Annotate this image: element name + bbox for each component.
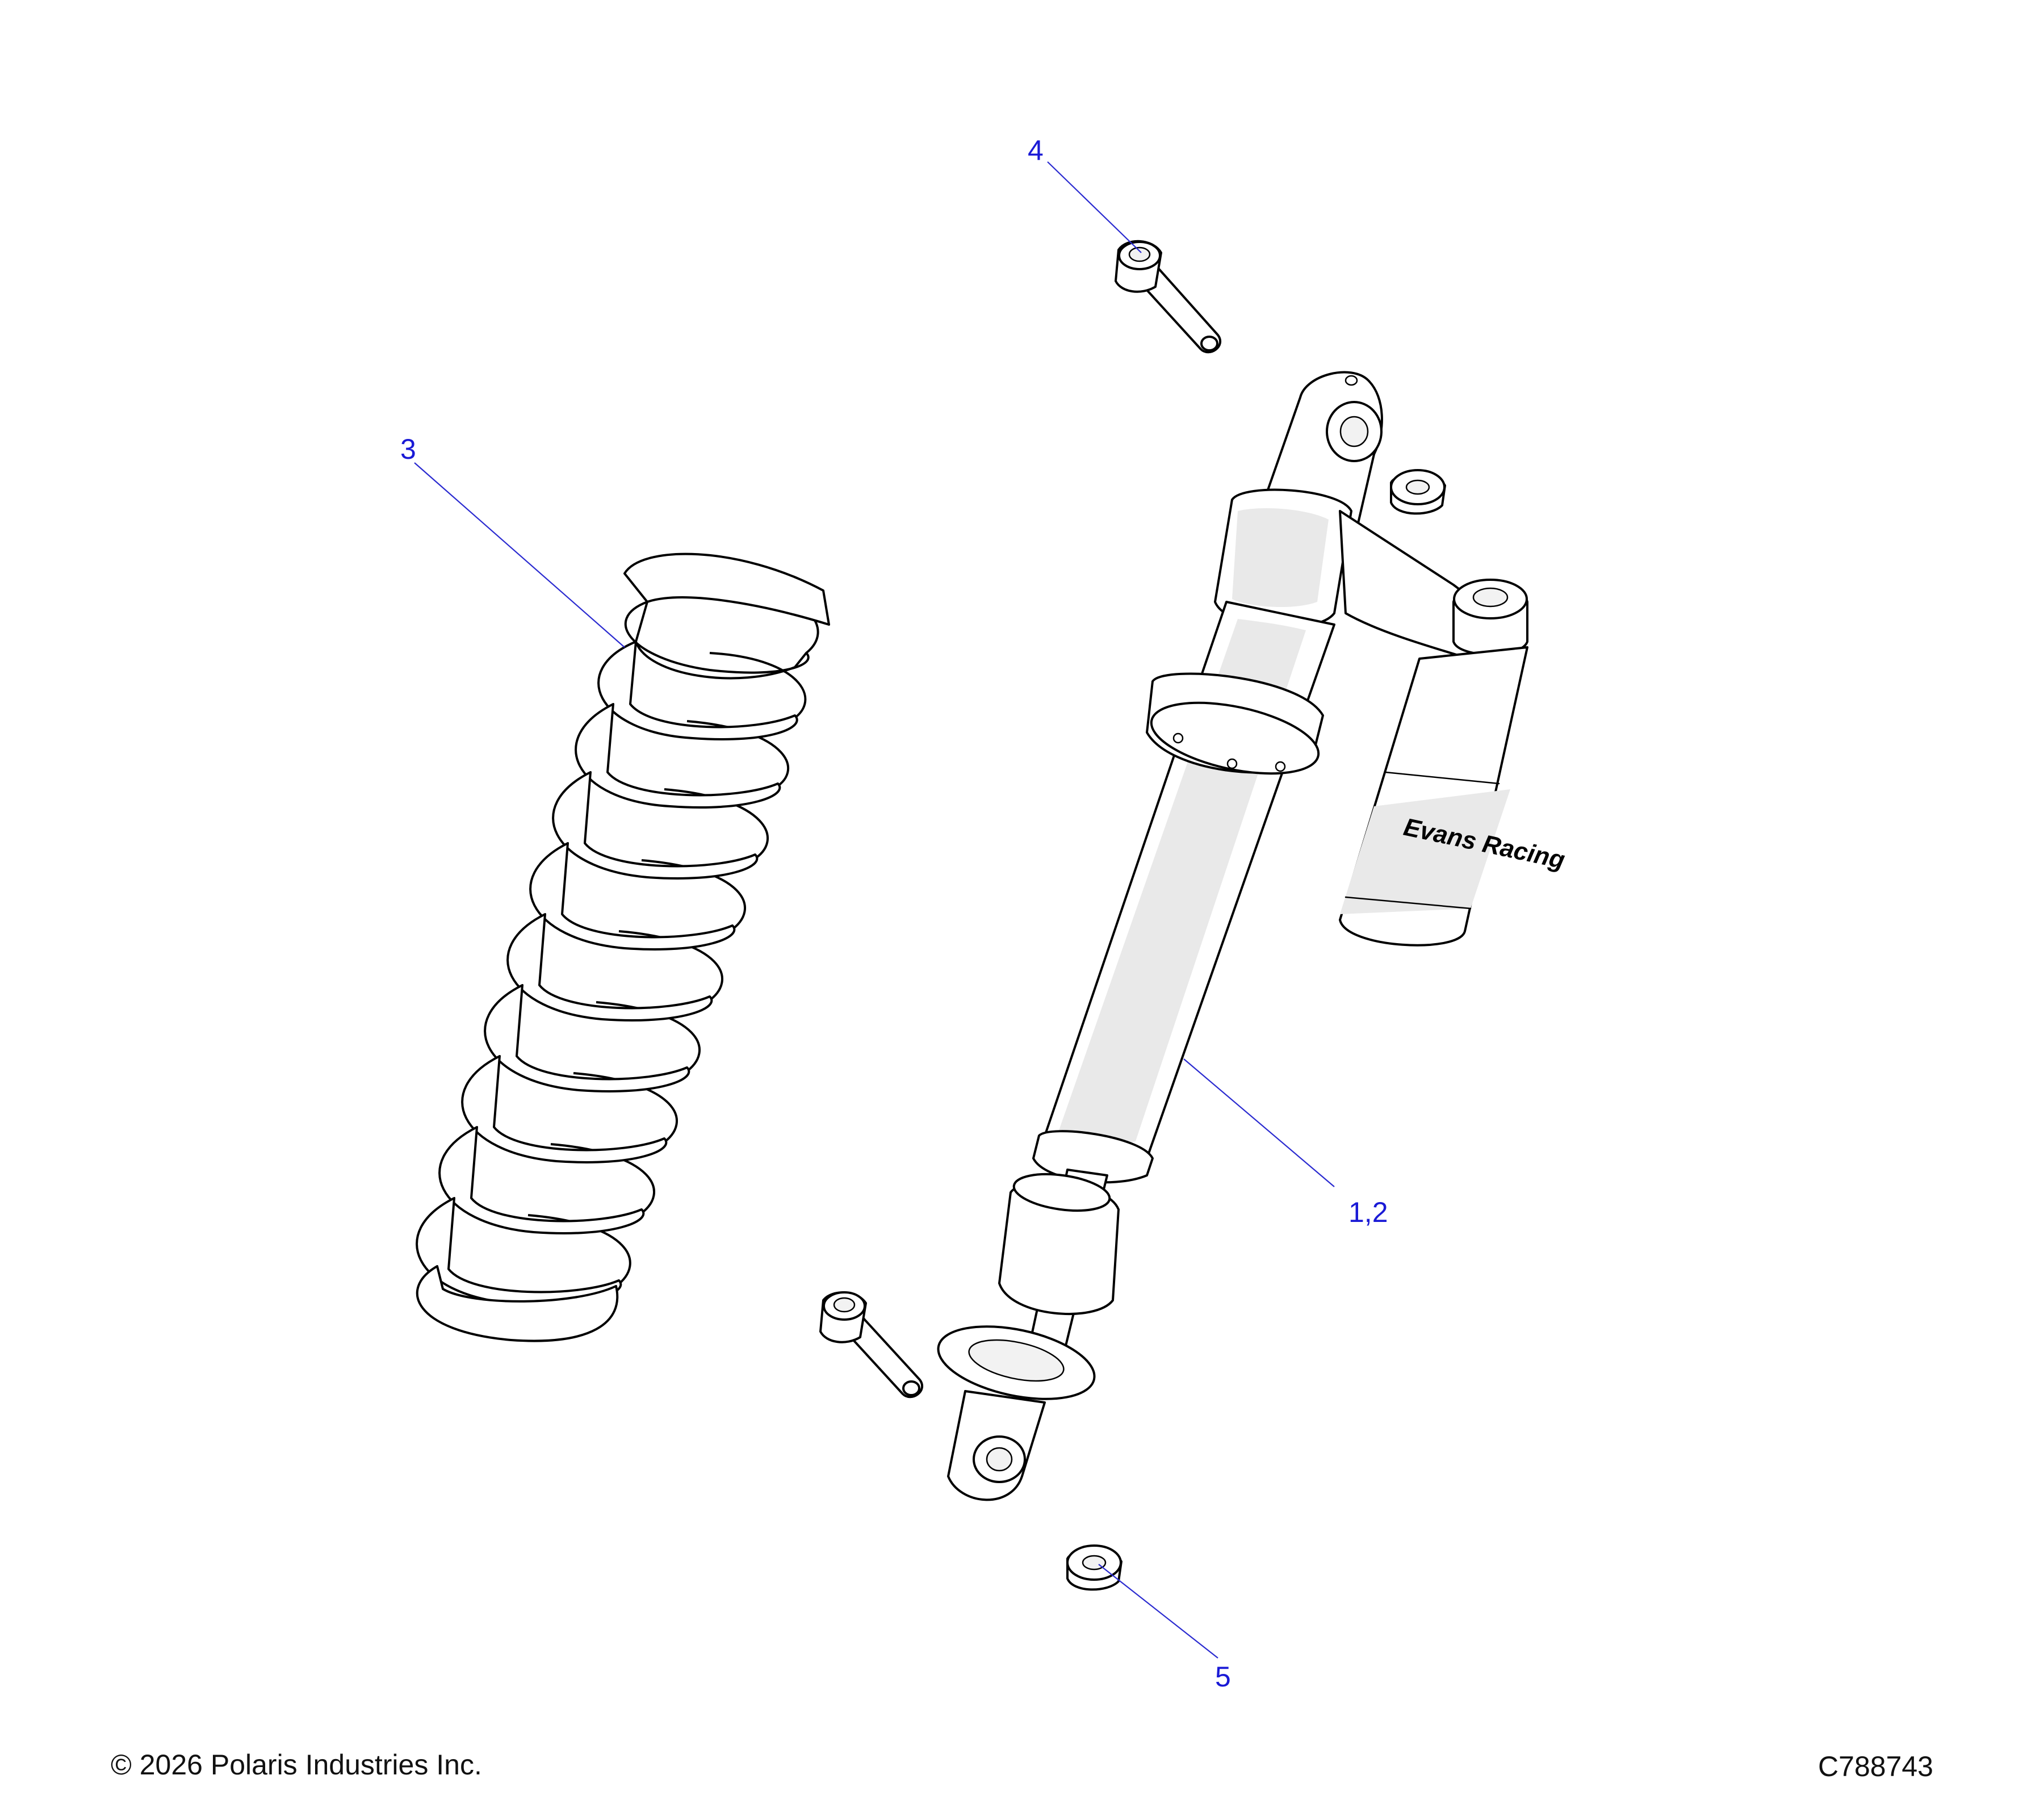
callout-3[interactable]: 3: [400, 433, 416, 465]
lower-lock-nut[interactable]: [1066, 1544, 1122, 1591]
callout-4[interactable]: 4: [1028, 135, 1044, 166]
figure-id: C788743: [1818, 1751, 1933, 1782]
leader-lines: [414, 161, 1335, 1659]
copyright-notice: © 2026 Polaris Industries Inc.: [111, 1749, 482, 1781]
leader-3: [414, 462, 625, 648]
leader-4: [1047, 161, 1142, 253]
coil-spring[interactable]: [416, 552, 830, 1342]
callout-5[interactable]: 5: [1215, 1661, 1231, 1693]
callout-1-2[interactable]: 1,2: [1348, 1196, 1388, 1228]
lower-mounting-bolt[interactable]: [819, 1291, 924, 1399]
upper-mounting-bolt[interactable]: [1115, 240, 1222, 354]
upper-lock-nut[interactable]: [1390, 469, 1446, 515]
leader-5: [1098, 1564, 1218, 1659]
leader-1-2: [1183, 1058, 1335, 1187]
shock-absorber-assembly[interactable]: Evans Racing: [932, 371, 1567, 1501]
